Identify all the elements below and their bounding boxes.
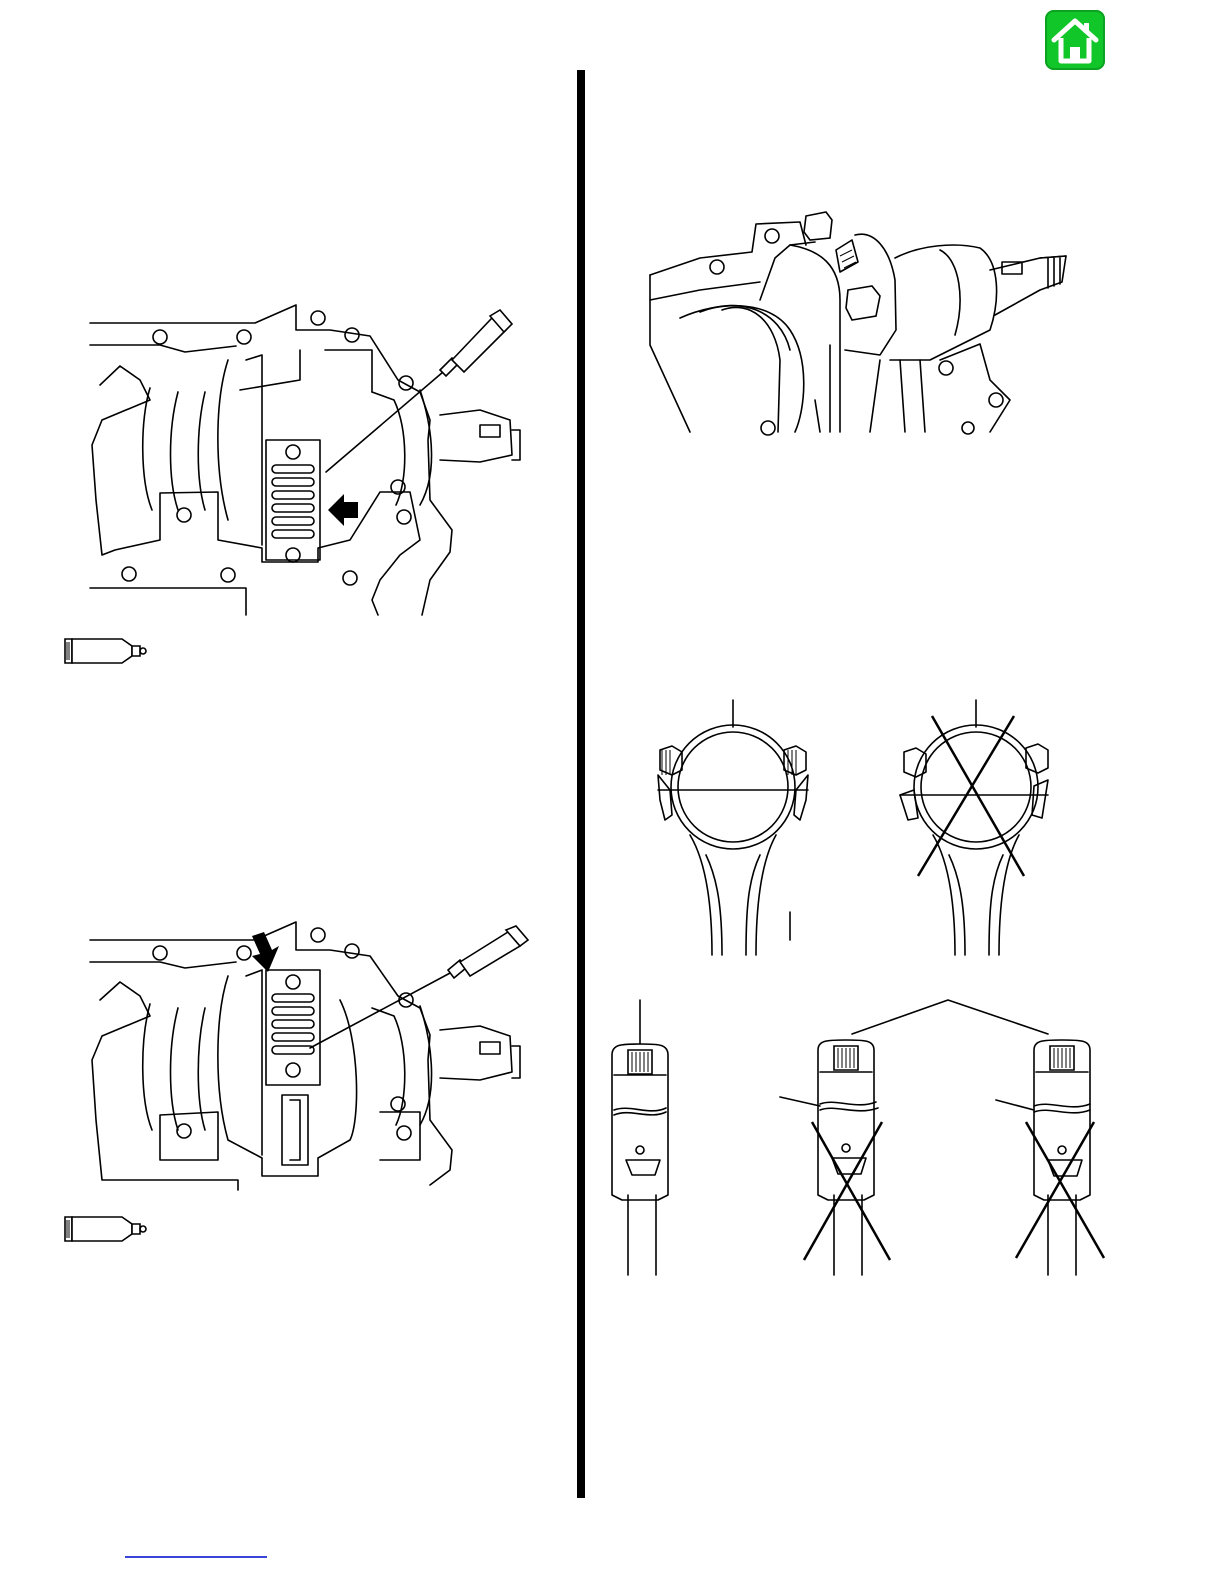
cross-mark-icon [804,1122,890,1260]
incorrect-side-view-1 [780,1000,1048,1275]
correct-side-view [612,1000,668,1275]
footer-link[interactable] [125,1556,267,1558]
incorrect-side-view-2 [996,1040,1104,1275]
cross-mark-icon [1016,1122,1104,1258]
